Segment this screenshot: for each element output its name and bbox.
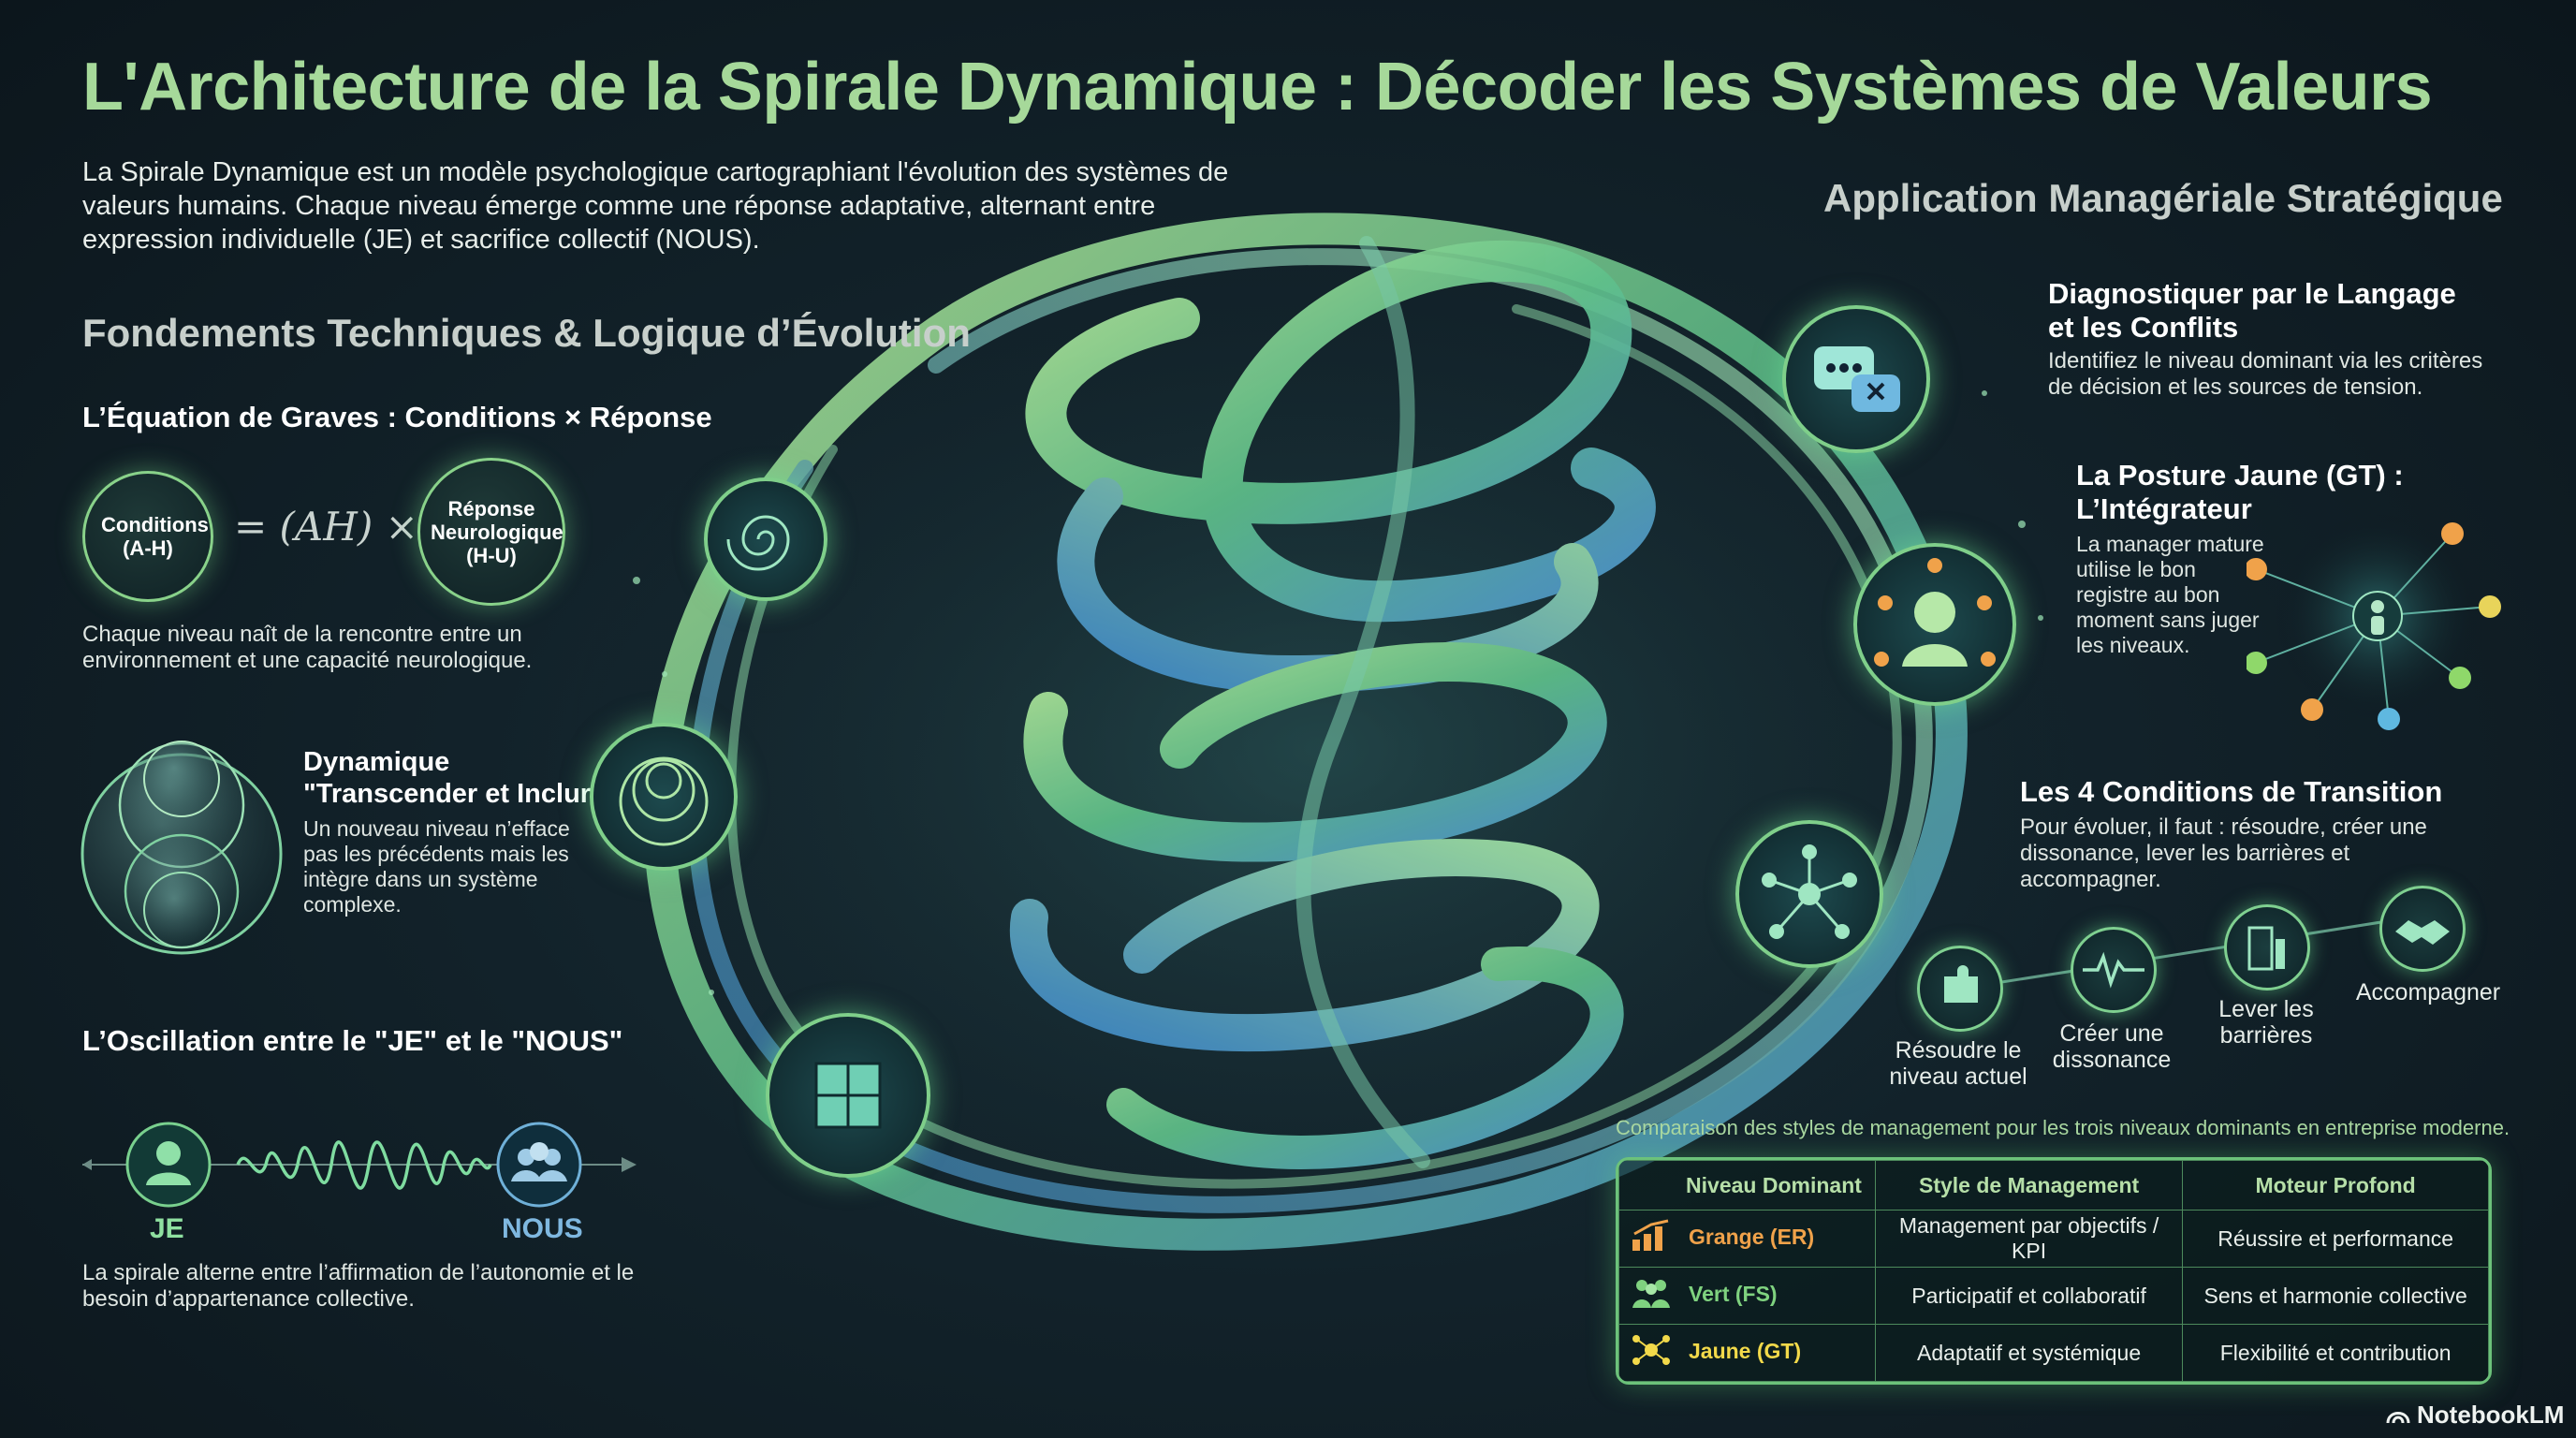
central-spiral-artwork bbox=[552, 213, 2087, 1273]
page-title: L'Architecture de la Spirale Dynamique :… bbox=[82, 50, 2433, 125]
bar-chart-icon bbox=[1631, 1219, 1672, 1258]
style-cell: Adaptatif et systémique bbox=[1874, 1324, 2184, 1382]
col-header-style: Style de Management bbox=[1874, 1160, 2184, 1211]
style-cell: Management par objectifs / KPI bbox=[1874, 1210, 2184, 1268]
oscillation-caption: La spirale alterne entre l’affirmation d… bbox=[82, 1260, 635, 1312]
nous-label: NOUS bbox=[502, 1213, 583, 1244]
conditions-heading: Les 4 Conditions de Transition bbox=[2020, 775, 2443, 808]
dynamic-heading-1: Dynamique bbox=[303, 747, 450, 777]
col-header-moteur: Moteur Profond bbox=[2182, 1160, 2489, 1211]
step-resolve-icon bbox=[1917, 946, 2003, 1032]
moteur-cell: Flexibilité et contribution bbox=[2182, 1324, 2489, 1382]
moteur-cell: Sens et harmonie collective bbox=[2182, 1267, 2489, 1325]
brand-label: NotebookLM bbox=[2417, 1401, 2565, 1429]
table-caption: Comparaison des styles de management pou… bbox=[1616, 1116, 2510, 1139]
step-barriers-icon bbox=[2224, 904, 2310, 990]
equation-caption: Chaque niveau naît de la rencontre entre… bbox=[82, 622, 533, 673]
comparison-table: Niveau Dominant Style de Management Mote… bbox=[1616, 1157, 2492, 1385]
step-dissonance-label: Créer une dissonance bbox=[2052, 1020, 2172, 1073]
equation-heading: L’Équation de Graves : Conditions × Répo… bbox=[82, 401, 712, 433]
integrator-network-icon bbox=[2247, 513, 2501, 730]
step-accompany-label: Accompagner bbox=[2355, 979, 2501, 1005]
table-header-row: Niveau Dominant Style de Management Mote… bbox=[1618, 1160, 2489, 1211]
group-icon bbox=[1631, 1276, 1672, 1315]
diagnostic-heading: Diagnostiquer par le Langage et les Conf… bbox=[2048, 277, 2456, 344]
posture-text: La manager mature utilise le bon registr… bbox=[2076, 532, 2264, 657]
notebooklm-logo-icon bbox=[2385, 1402, 2411, 1431]
step-dissonance-icon bbox=[2071, 927, 2157, 1013]
oscillation-heading: L’Oscillation entre le "JE" et le "NOUS" bbox=[82, 1024, 623, 1057]
niveau-cell-green: Vert (FS) bbox=[1618, 1267, 1876, 1325]
je-label: JE bbox=[150, 1213, 184, 1244]
intro-text: La Spirale Dynamique est un modèle psych… bbox=[82, 157, 1229, 255]
network-icon bbox=[1631, 1333, 1672, 1372]
equation-operator: = (AH) × bbox=[234, 504, 418, 550]
niveau-label: Grange (ER) bbox=[1689, 1225, 1815, 1250]
moteur-cell: Réussire et performance bbox=[2182, 1210, 2489, 1268]
response-label: Réponse Neurologique (H-U) bbox=[431, 496, 564, 567]
dynamic-heading-2: "Transcender et Inclure" bbox=[303, 779, 619, 809]
style-cell: Participatif et collaboratif bbox=[1874, 1267, 2184, 1325]
oscillation-wave-graphic bbox=[82, 1122, 637, 1208]
conditions-label: Conditions (A-H) bbox=[101, 513, 209, 560]
step-barriers-label: Lever les barrières bbox=[2218, 996, 2314, 1049]
diagnostic-text: Identifiez le niveau dominant via les cr… bbox=[2048, 348, 2483, 400]
vortex-icon bbox=[704, 477, 827, 601]
nested-circles-icon bbox=[590, 723, 738, 871]
step-accompany-icon bbox=[2379, 886, 2466, 972]
niveau-cell-yellow: Jaune (GT) bbox=[1618, 1324, 1876, 1382]
col-header-niveau: Niveau Dominant bbox=[1618, 1160, 1876, 1211]
chat-bubbles-icon bbox=[1782, 305, 1930, 453]
step-resolve-label: Résoudre le niveau actuel bbox=[1889, 1037, 2027, 1090]
posture-heading: La Posture Jaune (GT) : L’Intégrateur bbox=[2076, 459, 2404, 525]
manager-network-icon bbox=[1853, 543, 2016, 706]
dynamic-text: Un nouveau niveau n’efface pas les précé… bbox=[303, 816, 570, 917]
conditions-text: Pour évoluer, il faut : résoudre, créer … bbox=[2020, 814, 2427, 892]
hub-network-icon bbox=[1735, 820, 1883, 968]
transition-path-line bbox=[1959, 914, 2423, 990]
niveau-cell-orange: Grange (ER) bbox=[1618, 1210, 1876, 1268]
nested-spheres-icon bbox=[80, 741, 283, 955]
niveau-label: Vert (FS) bbox=[1689, 1282, 1778, 1307]
left-section-title: Fondements Techniques & Logique d’Évolut… bbox=[82, 311, 971, 355]
right-section-title: Application Managériale Stratégique bbox=[1823, 176, 2503, 220]
response-node: Réponse Neurologique (H-U) bbox=[417, 458, 565, 606]
niveau-label: Jaune (GT) bbox=[1689, 1339, 1802, 1364]
table-row: Grange (ER) Management par objectifs / K… bbox=[1618, 1210, 2489, 1268]
cube-puzzle-icon bbox=[766, 1013, 930, 1178]
table-row: Jaune (GT) Adaptatif et systémique Flexi… bbox=[1618, 1324, 2489, 1382]
table-row: Vert (FS) Participatif et collaboratif S… bbox=[1618, 1267, 2489, 1325]
comparison-table-grid: Niveau Dominant Style de Management Mote… bbox=[1618, 1160, 2489, 1382]
conditions-node: Conditions (A-H) bbox=[82, 471, 213, 602]
brand-watermark: NotebookLM bbox=[2385, 1401, 2564, 1431]
